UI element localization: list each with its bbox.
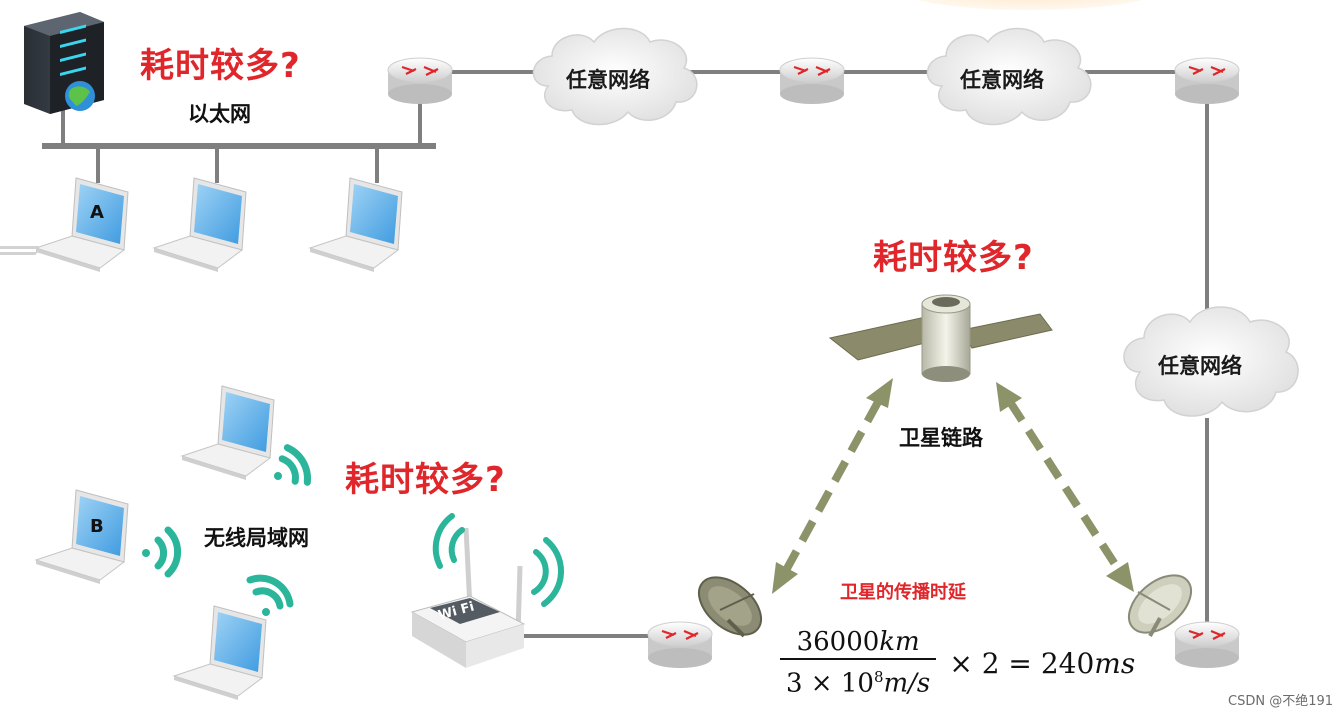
- laptop-a: [0, 177, 129, 272]
- host-a-label: A: [90, 202, 104, 223]
- formula-denominator: 3 × 108m/s: [786, 668, 931, 699]
- formula-numerator: 36000km: [780, 626, 937, 660]
- formula-result: × 2 = 240ms: [949, 646, 1136, 680]
- satellite-link-label: 卫星链路: [899, 426, 983, 450]
- router-5: [647, 621, 713, 668]
- cloud-3-label: 任意网络: [1158, 354, 1242, 378]
- router-3: [1174, 57, 1240, 104]
- wifi-router-icon: [410, 513, 565, 668]
- server-icon: [24, 12, 104, 114]
- laptop-wireless-bottom: [172, 605, 267, 700]
- top-glow: [900, 0, 1160, 10]
- cloud-2-label: 任意网络: [960, 68, 1044, 92]
- cloud-1-label: 任意网络: [566, 68, 650, 92]
- question-label-wireless: 耗时较多?: [345, 460, 506, 500]
- satellite-icon: [828, 294, 1053, 382]
- wifi-signal-icon-3: [246, 574, 294, 616]
- cloud-3: [1123, 306, 1299, 417]
- laptop-wireless-top: [180, 385, 275, 480]
- laptop-b: [34, 489, 129, 584]
- satellite-link-arrow-left: [772, 378, 893, 594]
- wifi-signal-icon-2: [142, 526, 182, 578]
- propagation-delay-formula: 36000km 3 × 108m/s × 2 = 240ms: [780, 626, 1135, 701]
- router-1: [387, 57, 453, 104]
- question-label-ethernet: 耗时较多?: [140, 46, 301, 86]
- watermark: CSDN @不绝191: [1228, 694, 1334, 709]
- question-label-satellite: 耗时较多?: [873, 238, 1034, 278]
- connection-lines: [418, 70, 1209, 638]
- laptop-3: [308, 177, 403, 272]
- cloud-1: [532, 27, 698, 126]
- router-2: [779, 57, 845, 104]
- satellite-delay-label: 卫星的传播时延: [840, 582, 966, 603]
- cloud-2: [926, 27, 1092, 126]
- satellite-dish-right-icon: [1128, 574, 1192, 637]
- ethernet-bus: [42, 106, 436, 183]
- host-b-label: B: [90, 516, 104, 537]
- formula-fraction: 36000km 3 × 108m/s: [780, 626, 937, 701]
- satellite-link-arrow-right: [996, 382, 1134, 592]
- satellite-dish-left-icon: [698, 576, 762, 638]
- router-4: [1174, 621, 1240, 668]
- wireless-lan-label: 无线局域网: [204, 526, 309, 550]
- wifi-signal-icon-1: [274, 444, 311, 486]
- laptop-2: [152, 177, 247, 272]
- ethernet-label: 以太网: [188, 102, 251, 126]
